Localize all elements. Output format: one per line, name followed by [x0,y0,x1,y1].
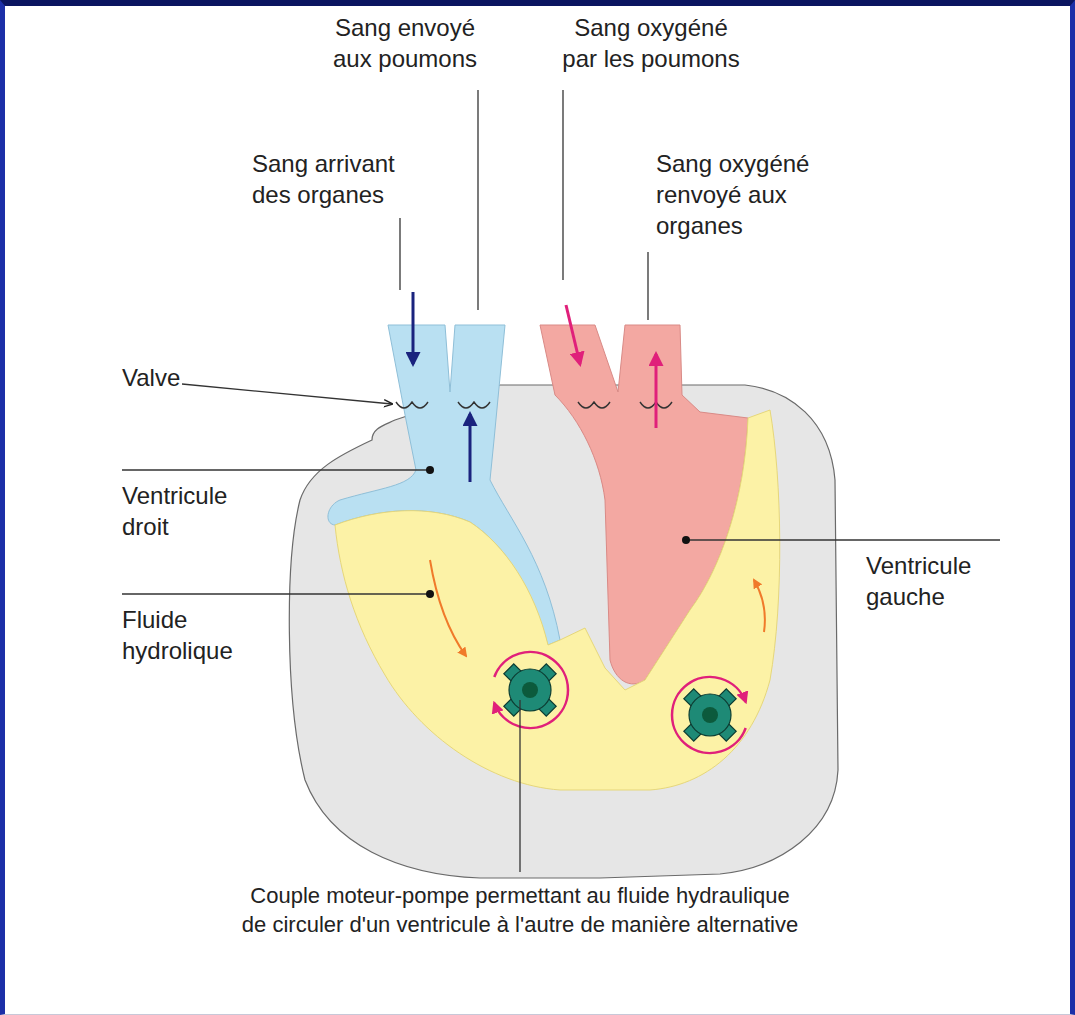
valves [396,402,672,408]
leader-lines [122,90,1000,872]
valve [396,402,428,408]
gear-body [689,694,731,736]
part-label: Sang oxygéné renvoyé aux organes [656,148,821,242]
rotation-ring [494,652,568,728]
gear-axle [522,682,538,698]
part-label: Sang oxygéné par les poumons [556,12,746,74]
leader-line [122,469,430,470]
heart-housing [289,385,838,878]
leader-line [477,90,478,310]
motor-pumps [494,652,745,753]
leader-dot [682,536,690,544]
part-label: Ventricule droit [122,480,246,542]
part-label: Fluide hydrolique [122,604,246,666]
oxygenated-in-arrow [566,305,580,364]
fluid-flow-arrow [754,580,765,632]
part-label: Ventricule gauche [866,550,990,612]
leader-line [182,384,392,404]
blood-out-arrow [469,414,472,482]
leader-line [647,252,648,320]
gear-axle [702,707,718,723]
leader-line [519,700,520,872]
motor-pump [494,652,568,728]
valve [458,402,490,408]
valve [578,402,610,408]
part-label: Sang envoyé aux poumons [322,12,488,74]
leader-dot [426,466,434,474]
leader-line [122,593,430,594]
blood-in-arrow [412,292,415,364]
hydraulic-fluid [335,410,780,790]
leader-dot [426,590,434,598]
oxygenated-out-arrow [655,354,658,428]
caption-note: Couple moteur-pompe permettant au fluide… [240,882,800,939]
gear-body [509,669,551,711]
part-label: Sang arrivant des organes [252,148,422,210]
leader-dots [426,466,690,598]
leader-line [562,90,563,280]
motor-pump [672,677,746,753]
leader-line [686,539,1000,540]
rotation-ring [672,677,746,753]
leader-line [399,218,400,290]
part-label: Valve [122,362,242,393]
fluid-flow-arrow [430,560,466,656]
